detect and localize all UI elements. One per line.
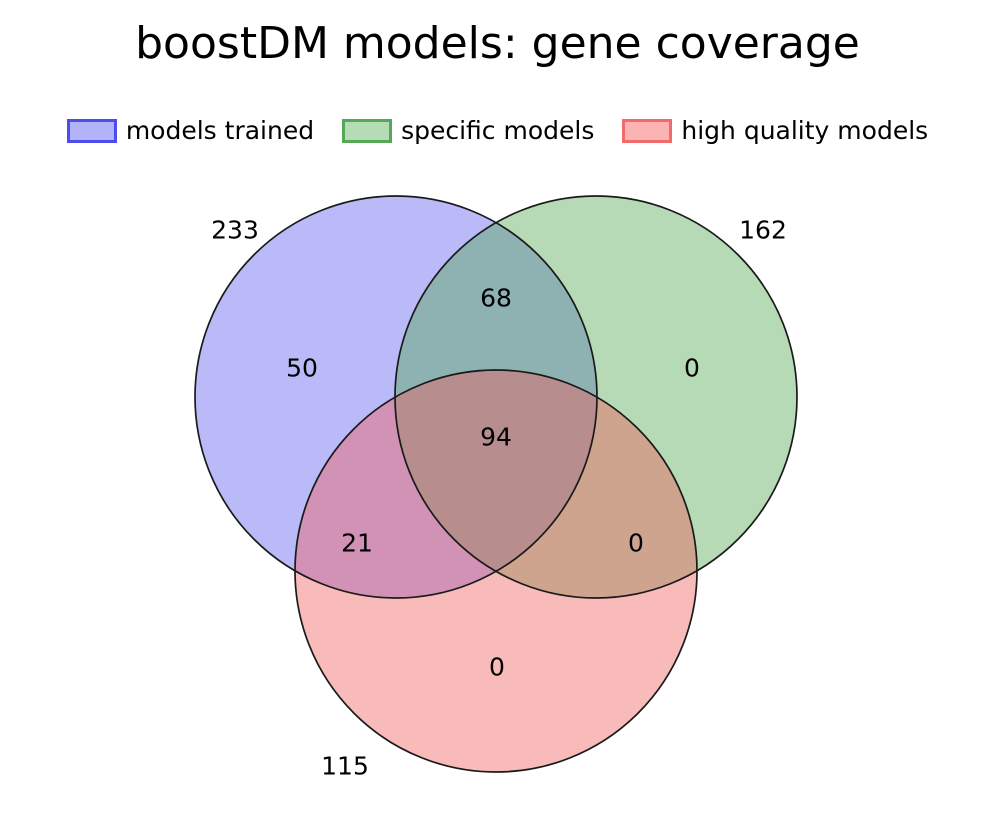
venn-outline-high-quality-models	[294, 369, 698, 773]
region-count-c-only: 0	[489, 653, 505, 682]
region-count-abc: 94	[480, 423, 512, 452]
set-total-specific-models: 162	[739, 216, 787, 245]
region-count-a-only: 50	[286, 354, 318, 383]
venn-circle-fills	[195, 196, 797, 772]
legend-swatch-models-trained	[66, 118, 117, 143]
region-count-b-only: 0	[684, 354, 700, 383]
legend-item-high-quality-models[interactable]: high quality models	[622, 116, 928, 145]
legend-swatch-high-quality-models	[622, 118, 673, 143]
legend-item-models-trained[interactable]: models trained	[66, 116, 315, 145]
region-count-bc: 0	[628, 529, 644, 558]
venn-region-labels: 50 0 0 68 21 0 94	[286, 284, 700, 682]
venn-circle-outlines	[194, 195, 798, 773]
legend: models trained specific models high qual…	[0, 116, 995, 145]
region-count-ab: 68	[480, 284, 512, 313]
region-count-ac: 21	[341, 529, 373, 558]
page-title: boostDM models: gene coverage	[135, 18, 860, 69]
set-total-models-trained: 233	[211, 216, 259, 245]
legend-label-specific-models: specific models	[401, 116, 595, 145]
legend-label-high-quality-models: high quality models	[681, 116, 929, 145]
set-total-high-quality-models: 115	[321, 752, 369, 781]
venn-set-totals: 233 162 115	[211, 216, 787, 781]
legend-item-specific-models[interactable]: specific models	[342, 116, 594, 145]
legend-label-models-trained: models trained	[125, 116, 315, 145]
legend-swatch-specific-models	[342, 118, 393, 143]
